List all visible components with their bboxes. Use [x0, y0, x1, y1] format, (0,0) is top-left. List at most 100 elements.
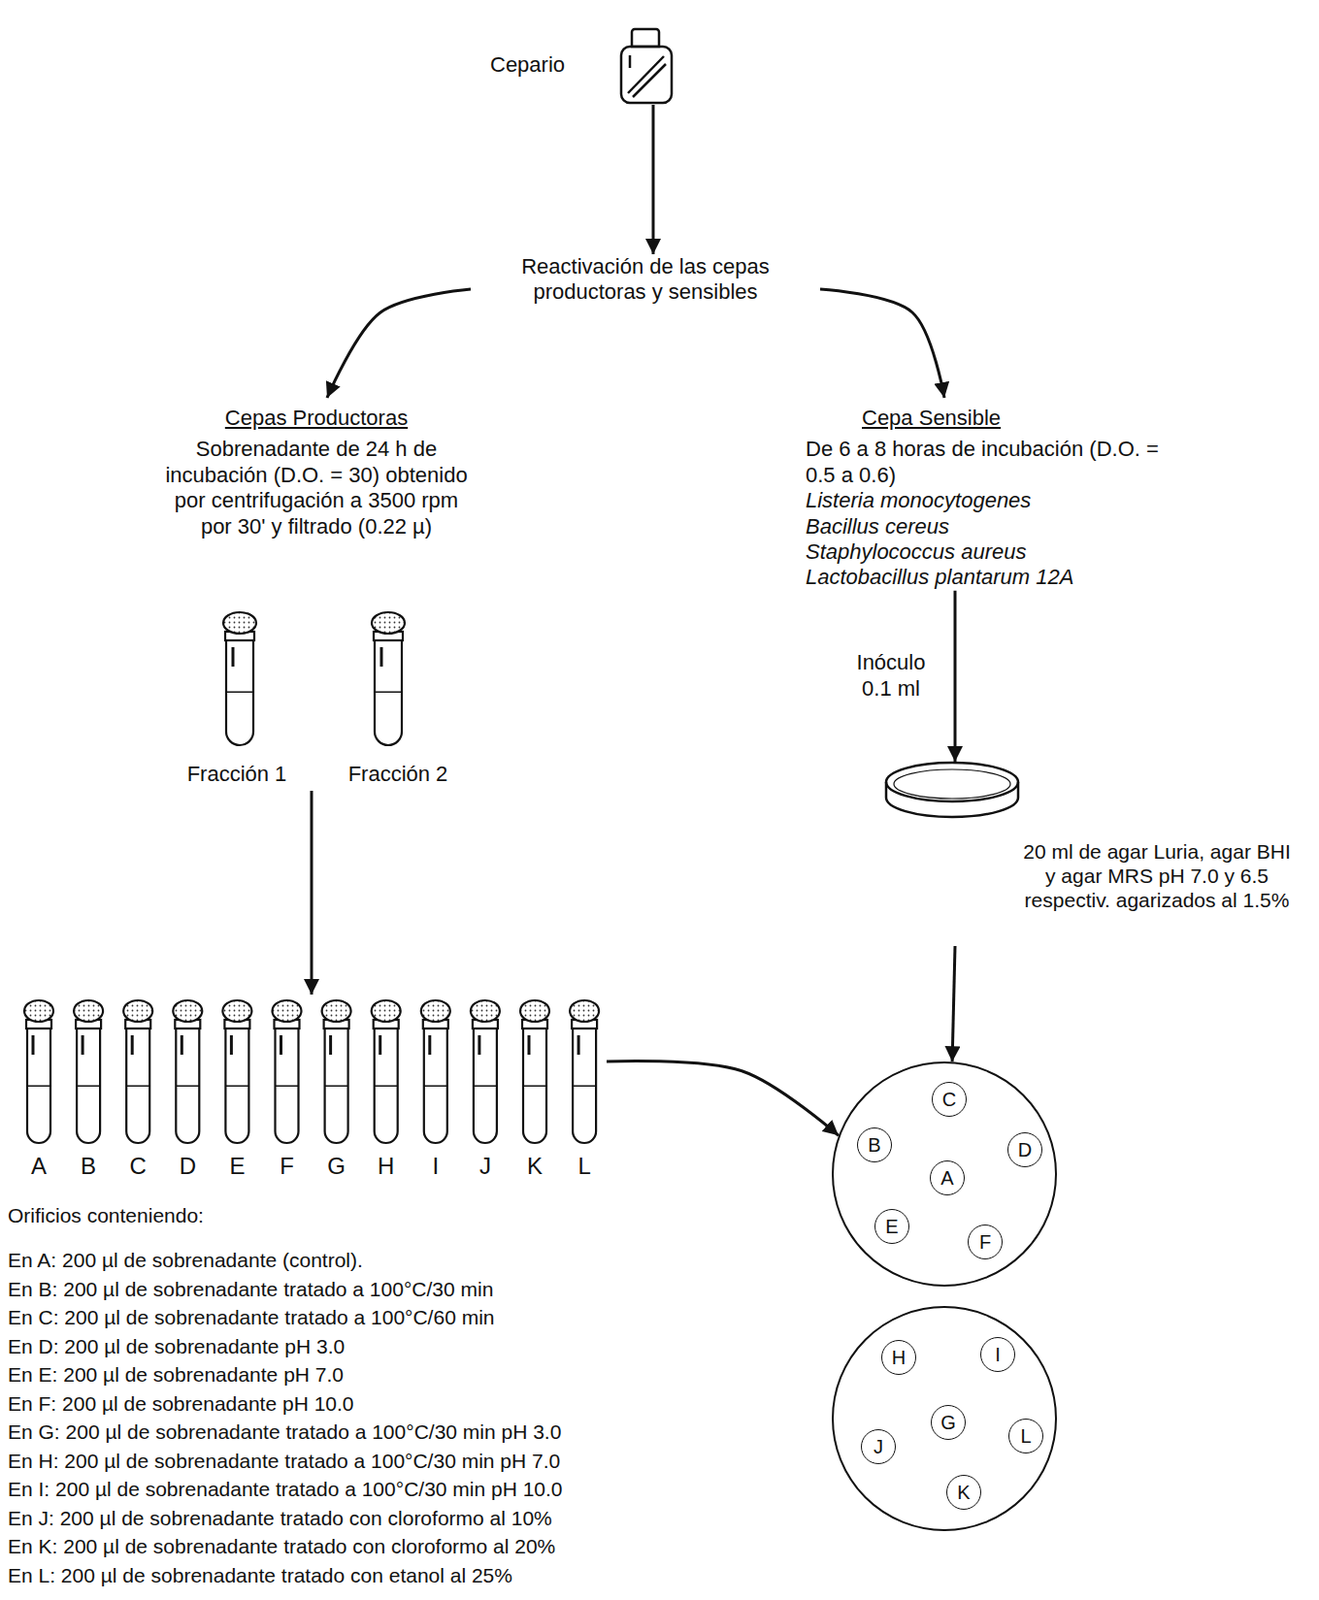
well-circle: K [946, 1475, 982, 1511]
liquid-level [374, 1085, 398, 1088]
well-letter: A [940, 1168, 954, 1188]
test-tube [222, 1000, 252, 1144]
flow-arrow [954, 591, 957, 762]
tube-body [126, 1027, 150, 1144]
edge-label: Inóculo 0.1 ml [842, 650, 940, 702]
list-item: En L: 200 µl de sobrenadante tratado con… [7, 1563, 513, 1588]
node-text: Cepario [490, 52, 597, 78]
liquid-level [225, 1085, 249, 1088]
sensitive-node: Cepa Sensible De 6 a 8 horas de incubació… [805, 397, 1233, 592]
cotton-plug [222, 1000, 252, 1023]
tube-letter: B [73, 1153, 103, 1182]
cotton-plug [272, 1000, 302, 1023]
section-heading: Cepa Sensible [861, 405, 1001, 431]
tube-mark [231, 647, 235, 667]
list-item: En F: 200 µl de sobrenadante pH 10.0 [7, 1391, 355, 1417]
node-text: Listeria monocytogenes [805, 488, 1233, 514]
bottle-stripe [632, 64, 666, 98]
bottle-icon [621, 29, 672, 103]
tube-body [76, 1027, 100, 1144]
tube-letter: L [569, 1153, 599, 1182]
fraction-tubes: Fracción 1Fracción 2 [164, 606, 476, 792]
liquid-level [76, 1085, 100, 1088]
tube-letter: E [222, 1153, 252, 1182]
node-text: De 6 a 8 horas de incubación (D.O. = 0.5… [805, 436, 1165, 489]
bottle-mark [628, 55, 632, 68]
source-node: Cepario [480, 27, 685, 105]
tube-body [175, 1027, 199, 1144]
well-circle: H [881, 1340, 917, 1376]
well-letter: C [942, 1089, 957, 1110]
tube-body [374, 1027, 398, 1144]
node-text: Bacillus cereus [805, 514, 1233, 540]
flow-arrow [652, 104, 656, 255]
tube-mark [477, 1035, 481, 1056]
node-text: Fracción 2 [339, 761, 457, 788]
tube-mark [180, 1035, 184, 1056]
liquid-level [473, 1085, 497, 1088]
list-item: En G: 200 µl de sobrenadante tratado a 1… [7, 1419, 561, 1445]
list-item: En A: 200 µl de sobrenadante (control). [7, 1248, 363, 1273]
petri-dish-icon [886, 762, 1019, 818]
well-letter: B [867, 1135, 881, 1155]
cotton-plug [371, 612, 405, 634]
flow-arrow [820, 289, 945, 398]
well-circle: B [857, 1127, 892, 1163]
flow-arrow [606, 1060, 839, 1136]
tube-letter: A [24, 1153, 54, 1182]
dish-inner [893, 769, 1011, 799]
petri-plate: ABCDEF [831, 1061, 1057, 1287]
tube-body [374, 639, 402, 746]
tube-body [226, 639, 254, 746]
tube-mark [329, 1035, 332, 1056]
node-text: Staphylococcus aureus [805, 539, 1233, 565]
tube-letter: K [520, 1153, 550, 1182]
liquid-level [325, 1085, 349, 1088]
dish-side [886, 782, 1019, 818]
tube-mark [378, 1035, 382, 1056]
tube-letter: F [272, 1153, 302, 1182]
agar-plate-node: 20 ml de agar Luria, agar BHI y agar MRS… [873, 761, 1306, 947]
tube-letter: J [470, 1153, 500, 1182]
tube-mark [279, 1035, 283, 1056]
test-tube [24, 1000, 54, 1144]
tube-body [523, 1027, 547, 1144]
cotton-plug [421, 1000, 451, 1023]
well-circle: D [1007, 1132, 1043, 1168]
well-circle: J [860, 1429, 896, 1465]
tube-mark [131, 1035, 134, 1056]
list-heading: Orificios conteniendo: [7, 1203, 204, 1228]
dish-rim [886, 762, 1019, 802]
tube-letter: G [322, 1153, 352, 1182]
tube-mark [230, 1035, 233, 1056]
cotton-plug [470, 1000, 500, 1023]
test-tube [223, 612, 257, 746]
petri-plate: GHIJKL [831, 1306, 1057, 1532]
cotton-plug [322, 1000, 352, 1023]
liquid-level [126, 1085, 150, 1088]
well-letter: J [873, 1437, 884, 1457]
well-letter: G [940, 1413, 957, 1433]
tube-body [225, 1027, 249, 1144]
test-tube [371, 1000, 401, 1144]
tube-mark [32, 1035, 35, 1056]
cotton-plug [73, 1000, 103, 1023]
connectors [311, 104, 956, 1136]
list-item: En H: 200 µl de sobrenadante tratado a 1… [7, 1449, 561, 1474]
liquid-level [27, 1085, 51, 1088]
bottle-body [621, 46, 672, 103]
tube-body [27, 1027, 51, 1144]
cotton-plug [223, 612, 257, 634]
list-item: En B: 200 µl de sobrenadante tratado a 1… [7, 1277, 494, 1302]
well-circle: F [967, 1224, 1003, 1260]
tube-mark [577, 1035, 581, 1056]
tube-body [473, 1027, 497, 1144]
test-tube [569, 1000, 599, 1144]
tube-mark [81, 1035, 85, 1056]
well-circle: G [930, 1405, 966, 1441]
tube-icons [24, 612, 599, 1144]
cotton-plug [371, 1000, 401, 1023]
list-item: En I: 200 µl de sobrenadante tratado a 1… [7, 1477, 563, 1502]
